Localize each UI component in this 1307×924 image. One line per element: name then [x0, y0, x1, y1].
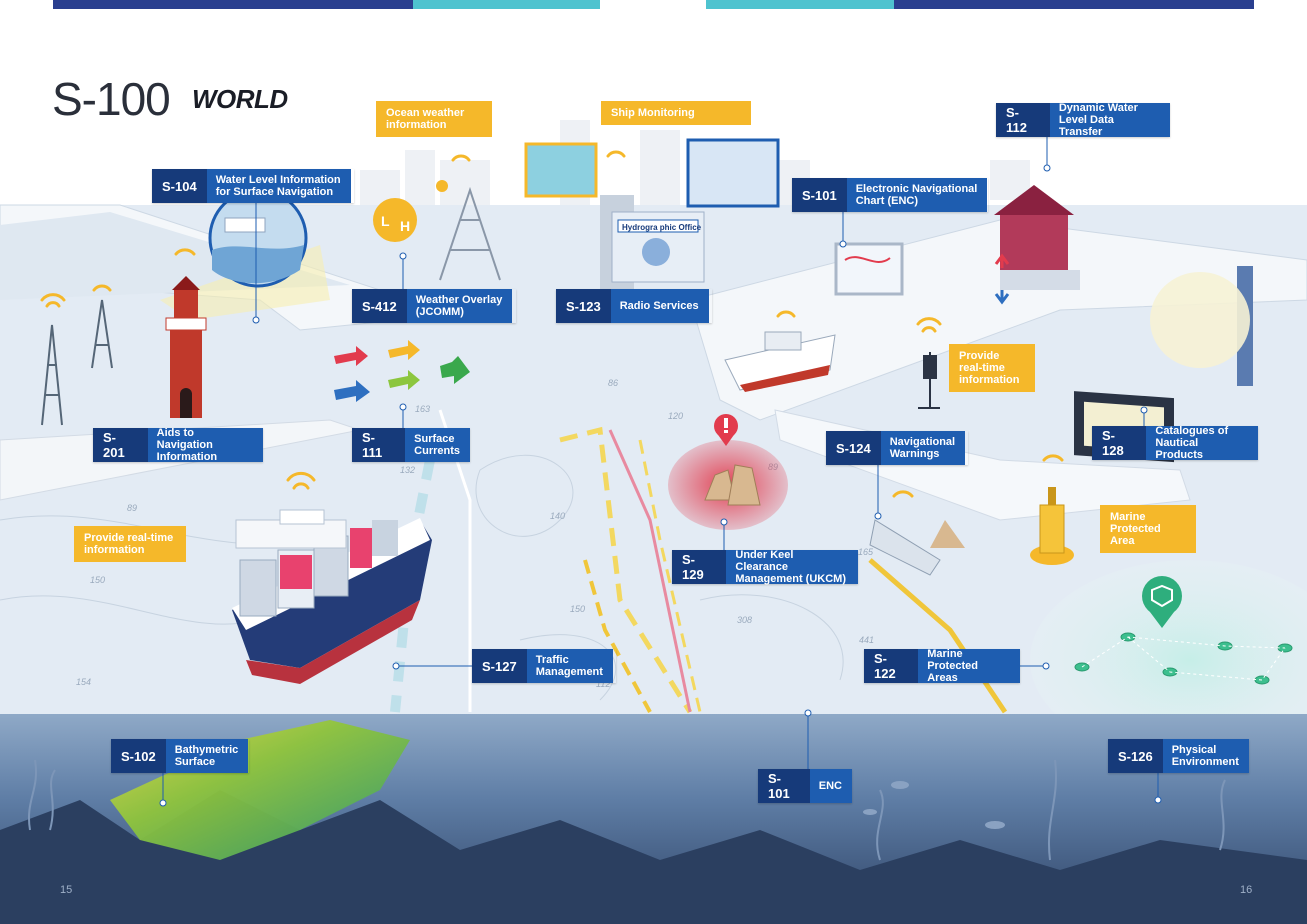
monitoring-screen-left	[524, 142, 598, 198]
label-text: Weather Overlay (JCOMM)	[406, 289, 513, 323]
label-s127: S-127 Traffic Management	[472, 649, 616, 683]
water-level-inset	[208, 188, 308, 288]
label-s129: S-129 Under Keel Clearance Management (U…	[672, 549, 858, 585]
label-text: Traffic Management	[526, 649, 613, 683]
water-level-station	[994, 185, 1080, 305]
label-text: Radio Services	[610, 289, 709, 323]
hydrographic-office-building	[600, 195, 705, 290]
protected-area-zone	[1030, 560, 1307, 760]
label-text: Surface Currents	[405, 428, 470, 462]
buoy	[1030, 487, 1074, 565]
weather-station	[439, 186, 501, 281]
label-text: Catalogues of Nautical Products	[1146, 425, 1258, 461]
label-text: Bathymetric Surface	[165, 739, 249, 773]
label-s126: S-126 Physical Environment	[1108, 739, 1249, 773]
label-code: S-112	[996, 103, 1050, 137]
label-s122: S-122 Marine Protected Areas	[864, 648, 1020, 684]
note-marine-protected-area: Marine Protected Area	[1100, 505, 1196, 553]
label-code: S-123	[556, 289, 611, 323]
cargo-ship	[232, 509, 432, 684]
rock-hazard	[704, 464, 761, 506]
label-code: S-104	[152, 169, 207, 203]
depth-mark: 165	[858, 547, 874, 557]
label-connectors	[159, 136, 1162, 807]
hydrographic-office-sign: Hydrogra phic Office	[622, 223, 702, 232]
label-code: S-101	[758, 769, 810, 803]
label-code: S-122	[864, 649, 919, 683]
enc-billboard	[834, 242, 904, 296]
page-title-main: S-100	[52, 73, 171, 125]
warning-icon	[714, 414, 738, 446]
fish-decoration	[863, 781, 1005, 829]
label-text: Electronic Navigational Chart (ENC)	[846, 178, 988, 212]
label-s201: S-201 Aids to Navigation Information	[93, 427, 263, 463]
depth-mark: 86	[608, 378, 618, 388]
seaweed-decoration	[28, 759, 1226, 861]
label-text: Dynamic Water Level Data Transfer	[1049, 102, 1170, 138]
label-s102: S-102 Bathymetric Surface	[111, 739, 249, 773]
depth-mark: 89	[127, 503, 137, 513]
depth-mark: 154	[76, 677, 91, 687]
label-text: Water Level Information for Surface Navi…	[206, 169, 351, 203]
depth-mark: 140	[550, 511, 565, 521]
bathymetric-terrain	[110, 720, 410, 860]
label-text: Marine Protected Areas	[918, 648, 1020, 684]
patrol-boat	[724, 331, 836, 392]
label-code: S-111	[352, 428, 406, 462]
page-title-sub: WORLD	[192, 84, 288, 114]
depth-mark: 132	[400, 465, 415, 475]
monitoring-screen-right	[686, 138, 780, 208]
label-code: S-201	[93, 428, 148, 462]
label-text: Navigational Warnings	[880, 431, 966, 465]
label-code: S-412	[352, 289, 407, 323]
label-text: Aids to Navigation Information	[147, 427, 263, 463]
label-code: S-101	[792, 178, 847, 212]
label-code: S-102	[111, 739, 166, 773]
label-code: S-128	[1092, 426, 1147, 460]
radio-towers	[41, 299, 113, 426]
seabed	[0, 790, 1307, 924]
label-code: S-124	[826, 431, 881, 465]
label-s111: S-111 Surface Currents	[352, 428, 470, 462]
label-s101-enc: S-101 ENC	[758, 769, 852, 803]
label-s124: S-124 Navigational Warnings	[826, 431, 968, 465]
label-s412: S-412 Weather Overlay (JCOMM)	[352, 289, 516, 323]
label-code: S-127	[472, 649, 527, 683]
rocks-small	[930, 520, 965, 548]
depth-mark: 150	[90, 575, 105, 585]
label-text: Physical Environment	[1162, 739, 1249, 773]
wifi-icon	[40, 150, 1064, 498]
depth-mark: 112	[596, 679, 610, 689]
current-arrows	[334, 340, 470, 402]
label-s123: S-123 Radio Services	[556, 289, 712, 323]
note-ocean-weather: Ocean weather information	[376, 101, 492, 137]
label-s128: S-128 Catalogues of Nautical Products	[1092, 425, 1258, 461]
label-s112: S-112 Dynamic Water Level Data Transfer	[996, 102, 1170, 138]
low-pressure-letter: L	[381, 213, 390, 229]
weather-sensor-icon	[373, 198, 417, 242]
wreck-icon	[869, 519, 941, 576]
label-s101-chart: S-101 Electronic Navigational Chart (ENC…	[792, 178, 988, 212]
label-code: S-126	[1108, 739, 1163, 773]
depth-mark: 150	[570, 604, 585, 614]
label-s104: S-104 Water Level Information for Surfac…	[152, 169, 354, 203]
page-number-left: 15	[60, 884, 73, 896]
fish-shield-icon	[1142, 576, 1182, 628]
depth-mark: 163	[415, 404, 430, 414]
depth-mark: 120	[668, 411, 683, 421]
sun-icon	[436, 180, 448, 192]
note-ship-monitoring: Ship Monitoring	[601, 101, 751, 125]
high-pressure-letter: H	[400, 218, 410, 234]
label-text: Under Keel Clearance Management (UKCM)	[726, 549, 858, 585]
label-text: ENC	[809, 769, 852, 803]
note-realtime-info-left: Provide real-time information	[74, 526, 186, 562]
sensor-pole	[918, 352, 940, 409]
page-number-right: 16	[1240, 884, 1253, 896]
depth-mark: 441	[859, 635, 874, 645]
depth-mark: 308	[737, 615, 752, 625]
note-realtime-info-right: Provide real-time information	[949, 344, 1035, 392]
label-code: S-129	[672, 550, 727, 584]
